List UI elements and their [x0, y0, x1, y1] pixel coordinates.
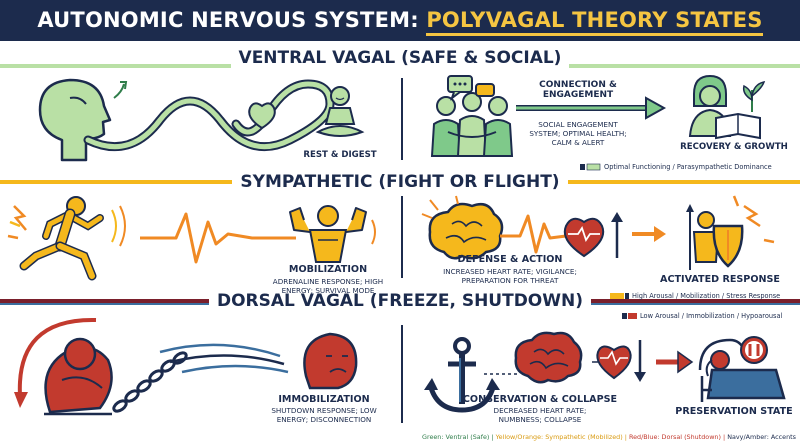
people-group-icon: [430, 92, 514, 157]
engagement-desc: SOCIAL ENGAGEMENT SYSTEM; OPTIMAL HEALTH…: [529, 120, 627, 147]
arrow-right-icon-3: [656, 350, 694, 374]
page-title: AUTONOMIC NERVOUS SYSTEM: POLYVAGAL THEO…: [0, 7, 800, 36]
defense-desc: INCREASED HEART RATE; VIGILANCE; PREPARA…: [443, 267, 577, 285]
runner-icon: [19, 196, 126, 281]
dorsal-heading: DORSAL VAGAL (FREEZE, SHUTDOWN): [0, 290, 800, 312]
reader-plant-icon: [688, 74, 766, 140]
rest-digest-label: REST & DIGEST: [303, 150, 377, 160]
dorsal-divider: [401, 325, 403, 423]
heart-pulse-icon-2: [592, 345, 632, 380]
arrow-up-icon: [611, 212, 623, 258]
footer-navy: Navy/Amber: Accents: [727, 433, 796, 441]
sad-face-icon: [303, 332, 358, 390]
immobilization-desc: SHUTDOWN RESPONSE; LOW ENERGY; DISCONNEC…: [271, 406, 377, 424]
chain-icon: [112, 351, 188, 413]
pause-icon: [740, 336, 768, 364]
curved-arrow-icon: [14, 317, 97, 408]
conservation-desc: DECREASED HEART RATE; NUMBNESS; COLLAPSE: [493, 406, 587, 424]
page-title-main: AUTONOMIC NERVOUS SYSTEM:: [37, 8, 427, 32]
preservation-label: PRESERVATION STATE: [675, 406, 793, 417]
dorsal-legend: Low Arousal / Immobilization / Hypoarous…: [640, 312, 783, 320]
heartbeat-line-icon: [140, 212, 296, 264]
activated-label: ACTIVATED RESPONSE: [660, 274, 780, 285]
arrow-right-icon: [516, 96, 667, 120]
spark-icon: [7, 205, 27, 240]
arrow-right-icon-2: [632, 226, 666, 242]
title-bar: [0, 0, 800, 41]
infinity-path-icon: [83, 79, 335, 152]
curled-figure-icon: [44, 337, 113, 416]
brain-icon: [421, 195, 504, 260]
head-profile-icon: [38, 78, 128, 162]
ventral-heading: VENTRAL VAGAL (SAFE & SOCIAL): [0, 47, 800, 69]
color-key-footer: Green: Ventral (Safe) | Yellow/Orange: S…: [0, 433, 796, 442]
connection-label: CONNECTION & ENGAGEMENT: [539, 80, 617, 100]
page-title-highlight: POLYVAGAL THEORY STATES: [426, 8, 763, 36]
defense-label: DEFENSE & ACTION: [457, 254, 563, 265]
mobilization-desc: ADRENALINE RESPONSE; HIGH ENERGY; SURVIV…: [272, 277, 384, 295]
immobilization-label: IMMOBILIZATION: [278, 394, 370, 405]
heartbeat-line-icon-2: [500, 214, 567, 254]
heart-pulse-icon: [563, 217, 605, 258]
flexing-figure-icon: [289, 205, 376, 263]
footer-green: Green: Ventral (Safe) |: [422, 433, 496, 441]
brain-icon-red: [514, 331, 583, 384]
person-in-bed-icon: [698, 338, 786, 402]
warrior-shield-icon: [686, 195, 775, 270]
ventral-divider: [401, 78, 403, 160]
wave-lines-icon: [159, 343, 289, 374]
sympathetic-divider: [401, 196, 403, 278]
recovery-label: RECOVERY & GROWTH: [680, 142, 788, 152]
meditation-icon: [315, 86, 365, 137]
sympathetic-heading: SYMPATHETIC (FIGHT OR FLIGHT): [0, 171, 800, 193]
mobilization-label: MOBILIZATION: [288, 264, 368, 275]
speech-bubbles-icon: [447, 75, 495, 101]
ventral-legend: Optimal Functioning / Parasympathetic Do…: [604, 163, 772, 171]
anchor-icon: [424, 337, 500, 413]
footer-red: Red/Blue: Dorsal (Shutdown) |: [628, 433, 728, 441]
sympathetic-legend: High Arousal / Mobilization / Stress Res…: [632, 292, 781, 300]
conservation-label: CONSERVATION & COLLAPSE: [462, 394, 618, 405]
footer-yellow: Yellow/Orange: Sympathetic (Mobilized) |: [495, 433, 629, 441]
arrow-down-icon: [634, 340, 646, 382]
heart-icon: [248, 102, 276, 130]
